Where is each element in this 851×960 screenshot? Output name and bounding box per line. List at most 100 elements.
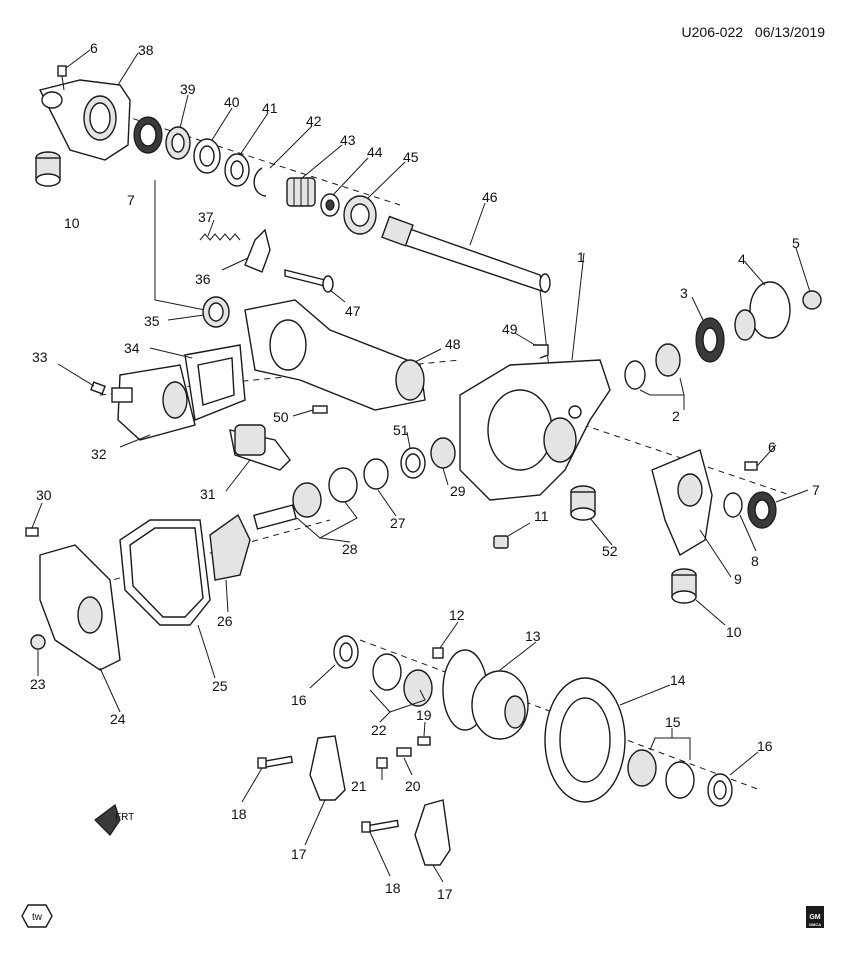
callout-3: 3 <box>680 285 688 301</box>
gear-43 <box>286 177 316 207</box>
callout-8: 8 <box>751 553 759 569</box>
plug-23 <box>30 634 46 650</box>
callout-7b: 7 <box>812 482 820 498</box>
callout-11: 11 <box>534 508 549 524</box>
bolt-6-top <box>57 65 67 91</box>
bolt-6-right <box>744 461 758 471</box>
callout-49: 49 <box>502 321 518 337</box>
callout-51: 51 <box>393 422 409 438</box>
callout-42: 42 <box>306 113 322 129</box>
seal-3 <box>695 317 725 363</box>
cover-24 <box>39 544 121 671</box>
pin-19 <box>417 736 431 746</box>
callout-17b: 17 <box>437 886 453 902</box>
bearing-39 <box>165 126 191 160</box>
callout-numbers: 6 38 39 40 41 42 43 44 45 46 1 5 4 3 2 3… <box>30 40 820 902</box>
flange-4 <box>734 281 791 341</box>
callout-18a: 18 <box>231 806 247 822</box>
callout-52: 52 <box>602 543 618 559</box>
callout-44: 44 <box>367 144 383 160</box>
callout-20: 20 <box>405 778 421 794</box>
bolt-30 <box>25 527 39 537</box>
callout-27: 27 <box>390 515 406 531</box>
callout-26: 26 <box>217 613 233 629</box>
seal-7-right <box>747 491 777 529</box>
bearing-2 <box>624 343 681 390</box>
seal-7-top <box>133 116 163 154</box>
front-direction-arrow: FRT <box>94 804 134 836</box>
tw-badge-text: tw <box>32 912 43 923</box>
bushing-52 <box>570 485 596 521</box>
seal-16-right <box>707 773 733 807</box>
seal-29 <box>430 437 456 469</box>
callout-19: 19 <box>416 707 432 723</box>
washer-8 <box>723 492 743 518</box>
pin-47 <box>284 269 334 293</box>
shift-fork-36 <box>244 228 271 273</box>
bolt-33 <box>90 381 106 395</box>
callout-14: 14 <box>670 672 686 688</box>
washer-44 <box>320 193 340 217</box>
ring-gear-14 <box>544 677 626 803</box>
callout-10b: 10 <box>726 624 742 640</box>
callout-34: 34 <box>124 340 140 356</box>
differential-carrier-1 <box>459 359 611 501</box>
nut-5 <box>802 290 822 310</box>
shim-27 <box>363 458 389 490</box>
callout-1: 1 <box>577 249 585 265</box>
snap-ring-42 <box>253 167 267 197</box>
callout-16a: 16 <box>291 692 307 708</box>
callout-10a: 10 <box>64 215 80 231</box>
bolt-50 <box>312 405 328 414</box>
callout-7a: 7 <box>127 192 135 208</box>
gm-logo: GM GMCA <box>806 906 824 928</box>
seal-35 <box>202 296 230 328</box>
header-text: U206-022 06/13/2019 <box>682 24 826 40</box>
callout-15: 15 <box>665 714 681 730</box>
callout-24: 24 <box>110 711 126 727</box>
callout-16b: 16 <box>757 738 773 754</box>
spring-37 <box>199 233 241 241</box>
callout-32: 32 <box>91 446 107 462</box>
callout-23: 23 <box>30 676 46 692</box>
callout-43: 43 <box>340 132 356 148</box>
gm-logo-text: GM <box>809 914 820 921</box>
bearing-28 <box>292 467 358 518</box>
sleeve-45 <box>343 195 377 235</box>
axle-tube-48 <box>244 299 426 411</box>
pinion-gear-26 <box>209 504 297 581</box>
bearing-cap-17-upper <box>309 735 346 801</box>
front-direction-label: FRT <box>115 812 134 823</box>
seal-51 <box>400 447 426 479</box>
bushing-10-right <box>671 568 697 604</box>
bolt-18-lower <box>361 819 400 833</box>
bearing-22 <box>372 653 433 707</box>
differential-case-13 <box>442 649 529 740</box>
gasket-34 <box>184 344 246 421</box>
callout-9: 9 <box>734 571 742 587</box>
plug-11 <box>493 535 509 549</box>
bolt-21 <box>376 757 388 769</box>
callout-2: 2 <box>672 408 680 424</box>
lock-20 <box>396 747 412 757</box>
callout-35: 35 <box>144 313 160 329</box>
bushing-10-top <box>35 151 61 187</box>
bearing-15 <box>627 749 695 799</box>
callout-36: 36 <box>195 271 211 287</box>
callout-17a: 17 <box>291 846 307 862</box>
callout-29: 29 <box>450 483 466 499</box>
shaft-46 <box>381 215 551 294</box>
callout-33: 33 <box>32 349 48 365</box>
callout-22: 22 <box>371 722 387 738</box>
callout-39: 39 <box>180 81 196 97</box>
callout-41: 41 <box>262 100 278 116</box>
callout-45: 45 <box>403 149 419 165</box>
seal-16-left <box>333 635 359 669</box>
callout-13: 13 <box>525 628 541 644</box>
washer-40 <box>193 138 221 174</box>
ring-41 <box>224 153 250 187</box>
gm-logo-sub: GMCA <box>809 922 821 927</box>
diagram-code: U206-022 <box>682 24 744 40</box>
bracket-9 <box>651 449 713 557</box>
